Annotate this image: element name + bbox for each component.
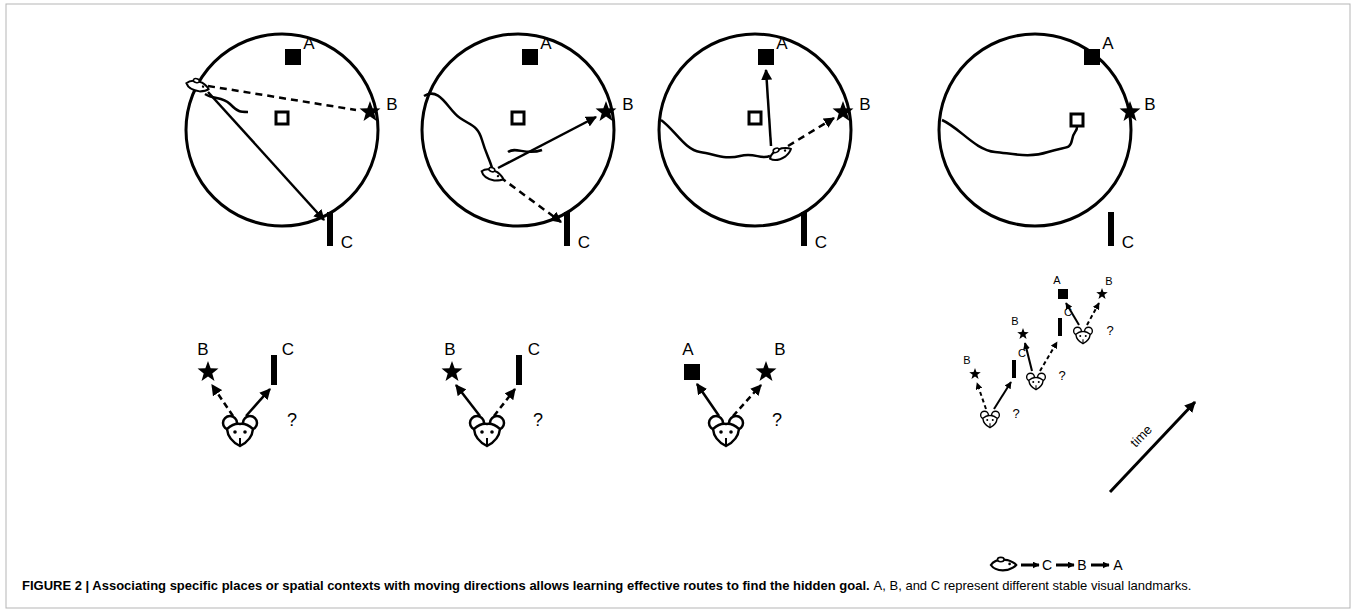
view-panel-3 <box>684 361 776 446</box>
landmark-label: C <box>282 341 294 358</box>
landmark-label: B <box>1011 316 1018 327</box>
arena-panel-1 <box>185 34 380 246</box>
landmark-label: A <box>1053 275 1060 286</box>
question-mark: ? <box>1106 324 1113 337</box>
landmark-label: C <box>1064 307 1072 318</box>
landmark-label: B <box>1105 276 1112 287</box>
question-mark: ? <box>533 411 543 429</box>
landmark-label: C <box>578 234 590 251</box>
question-mark: ? <box>287 411 297 429</box>
landmark-label: C <box>1122 234 1134 251</box>
landmark-label: C <box>815 234 827 251</box>
landmark-label: C <box>341 234 353 251</box>
landmark-label: B <box>622 96 633 113</box>
landmark-label: A <box>540 35 551 52</box>
landmark-label: B <box>444 341 455 358</box>
landmark-label: B <box>859 96 870 113</box>
time-label: time <box>1128 423 1154 450</box>
figure-frame <box>6 4 1350 608</box>
view-panel-1 <box>198 355 277 446</box>
question-mark: ? <box>1012 407 1019 420</box>
landmark-label: A <box>303 35 314 52</box>
landmark-label: B <box>774 341 785 358</box>
landmark-label: B <box>963 355 970 366</box>
landmark-label: C <box>1018 348 1026 359</box>
view-panel-2 <box>442 355 522 446</box>
landmark-label: B <box>197 341 208 358</box>
sequence-label: A <box>1113 558 1122 572</box>
landmark-label: A <box>776 35 787 52</box>
question-mark: ? <box>1058 369 1065 382</box>
sequence-label: B <box>1077 558 1086 572</box>
arena-panel-3 <box>659 34 853 246</box>
sequence-label: C <box>1042 558 1052 572</box>
landmark-label: B <box>1144 96 1155 113</box>
arena-panel-4 <box>939 34 1140 246</box>
time-arrow <box>1110 402 1195 492</box>
landmark-label: A <box>1102 35 1113 52</box>
caption-note: A, B, and C represent different stable v… <box>874 578 1192 593</box>
caption-block: FIGURE 2 | Associating specific places o… <box>22 578 1334 593</box>
landmark-label: B <box>386 96 397 113</box>
caption-text: FIGURE 2 | Associating specific places o… <box>22 578 870 593</box>
question-mark: ? <box>772 411 782 429</box>
landmark-label: A <box>682 341 693 358</box>
landmark-label: C <box>528 341 540 358</box>
time-sequence-panel <box>969 288 1195 492</box>
arena-panel-2 <box>422 34 616 246</box>
